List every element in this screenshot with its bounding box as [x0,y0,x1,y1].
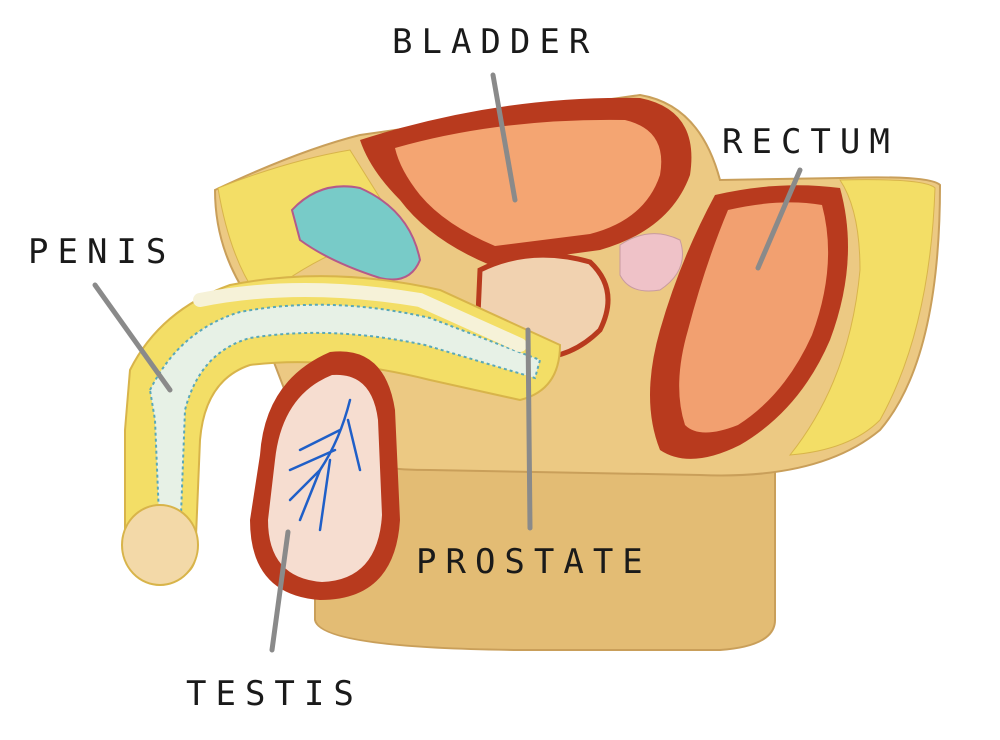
label-prostate: PROSTATE [416,542,652,582]
glans [121,504,199,586]
penis-leader-line [92,282,173,393]
leader-lines [92,72,803,653]
corpus-spongiosum [148,303,542,541]
testis-body [268,374,382,582]
urethra [193,283,527,352]
label-penis: PENIS [28,232,176,272]
model-pedestal [314,463,776,651]
label-rectum: RECTUM [722,122,899,162]
pubic-bone [290,185,422,281]
fat-layer-right [788,179,936,456]
seminal-vesicle [619,233,683,292]
rectum-lumen [679,202,829,433]
label-bladder: BLADDER [392,22,599,62]
label-testis: TESTIS [186,674,363,714]
testis-leader-line [269,529,291,653]
bladder-lumen [395,119,662,246]
testis-vessels [288,398,362,532]
prostate-leader-line [525,327,533,531]
bladder-leader-line [490,72,518,203]
rectum-leader-line [755,167,803,271]
